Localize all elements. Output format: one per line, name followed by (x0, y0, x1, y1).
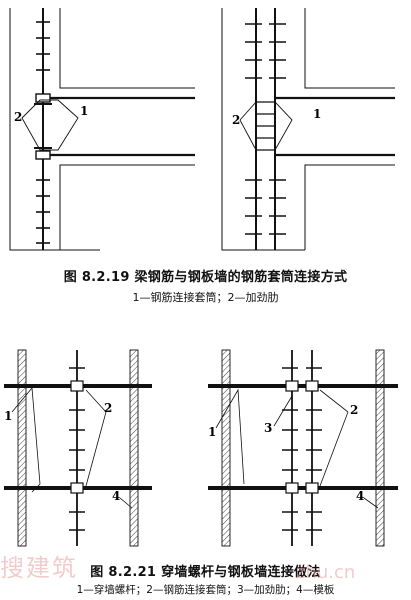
fig2-left-callout-2: 2 (104, 401, 112, 415)
fig1-right-leader (239, 101, 293, 151)
figure-2-caption: 图 8.2.21 穿墙螺杆与钢板墙连接做法 (90, 565, 321, 580)
fig2-left-studs (69, 367, 85, 531)
watermark-url: zhu.cn (296, 562, 356, 583)
fig1-left-detail (9, 8, 195, 251)
fig1-left-leader (21, 99, 79, 151)
fig1-right-stiffeners (256, 101, 275, 151)
fig2-right-formwork-right (375, 349, 385, 547)
fig2-left-formwork-right (129, 349, 139, 547)
fig1-right-studs (245, 23, 286, 235)
figure-2-legend: 1—穿墙螺杆；2—钢筋连接套筒；3—加劲肋；4—模板 (76, 584, 335, 596)
fig2-left-callout-4: 4 (112, 489, 120, 503)
fig2-right-studs (282, 367, 322, 531)
fig1-left-wall-outline (9, 8, 100, 251)
fig1-right-beam-bottom (304, 164, 395, 250)
fig1-right-detail (221, 8, 395, 251)
fig1-left-coupler-bottom (35, 150, 51, 160)
fig2-left-formwork-left (17, 349, 27, 547)
fig1-left-beam-bottom (59, 164, 195, 250)
fig1-left-callout-2: 2 (14, 110, 22, 124)
figure-1-legend: 1—钢筋连接套筒；2—加劲肋 (132, 291, 279, 304)
fig1-left-callout-1: 1 (80, 104, 88, 118)
fig1-right-wall-outline (221, 8, 305, 251)
fig2-left-callout-1: 1 (4, 409, 12, 423)
fig1-left-studs (36, 21, 50, 244)
figure-1-caption: 图 8.2.19 梁钢筋与钢板墙的钢筋套筒连接方式 (63, 270, 348, 285)
fig2-right-detail (208, 349, 398, 547)
fig1-right-callout-1: 1 (313, 107, 321, 121)
watermark-text: 搜建筑 (0, 554, 78, 582)
fig2-right-leader-1 (215, 388, 245, 485)
fig2-right-callout-1: 1 (208, 425, 216, 439)
fig1-right-callout-2: 2 (232, 113, 240, 127)
fig1-left-beam-top (59, 8, 195, 89)
fig2-left-detail (4, 349, 152, 547)
fig2-right-callout-3: 3 (264, 421, 272, 435)
fig1-left-coupler-top (35, 93, 51, 103)
fig2-right-callout-4: 4 (356, 489, 364, 503)
fig1-right-beam-top (304, 8, 395, 89)
fig2-left-leader-1 (11, 386, 41, 493)
fig2-right-callout-2: 2 (350, 403, 358, 417)
fig2-right-formwork-left (221, 349, 231, 547)
